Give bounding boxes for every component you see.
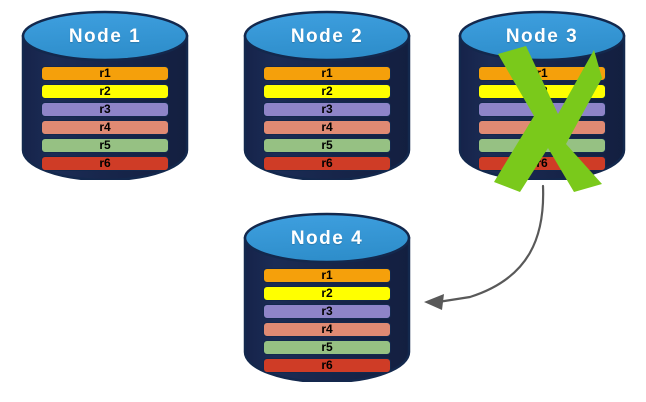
record-r4[interactable]: r4 bbox=[263, 120, 391, 135]
record-r1[interactable]: r1 bbox=[478, 66, 606, 81]
record-r6[interactable]: r6 bbox=[478, 156, 606, 171]
record-r4[interactable]: r4 bbox=[263, 322, 391, 337]
record-r3[interactable]: r3 bbox=[41, 102, 169, 117]
node-4-records: r1 r2 r3 r4 r5 r6 bbox=[243, 268, 411, 373]
record-r6[interactable]: r6 bbox=[263, 156, 391, 171]
record-r5[interactable]: r5 bbox=[41, 138, 169, 153]
record-r3[interactable]: r3 bbox=[263, 102, 391, 117]
record-r4[interactable]: r4 bbox=[41, 120, 169, 135]
node-3-records: r1 r2 r3 r4 r5 r6 bbox=[458, 66, 626, 171]
record-r1[interactable]: r1 bbox=[41, 66, 169, 81]
record-r5[interactable]: r5 bbox=[478, 138, 606, 153]
record-r6[interactable]: r6 bbox=[263, 358, 391, 373]
record-r1[interactable]: r1 bbox=[263, 66, 391, 81]
node-4[interactable]: Node 4 r1 r2 r3 r4 r5 r6 bbox=[243, 212, 411, 382]
record-r5[interactable]: r5 bbox=[263, 138, 391, 153]
record-r3[interactable]: r3 bbox=[478, 102, 606, 117]
record-r2[interactable]: r2 bbox=[263, 286, 391, 301]
record-r2[interactable]: r2 bbox=[263, 84, 391, 99]
record-r3[interactable]: r3 bbox=[263, 304, 391, 319]
record-r6[interactable]: r6 bbox=[41, 156, 169, 171]
node-2[interactable]: Node 2 r1 r2 r3 r4 r5 r6 bbox=[243, 10, 411, 180]
record-r1[interactable]: r1 bbox=[263, 268, 391, 283]
node-2-records: r1 r2 r3 r4 r5 r6 bbox=[243, 66, 411, 171]
record-r2[interactable]: r2 bbox=[41, 84, 169, 99]
node-1[interactable]: Node 1 r1 r2 r3 r4 r5 r6 bbox=[21, 10, 189, 180]
record-r4[interactable]: r4 bbox=[478, 120, 606, 135]
record-r2[interactable]: r2 bbox=[478, 84, 606, 99]
node-1-records: r1 r2 r3 r4 r5 r6 bbox=[21, 66, 189, 171]
node-3[interactable]: Node 3 r1 r2 r3 r4 r5 r6 bbox=[458, 10, 626, 180]
record-r5[interactable]: r5 bbox=[263, 340, 391, 355]
